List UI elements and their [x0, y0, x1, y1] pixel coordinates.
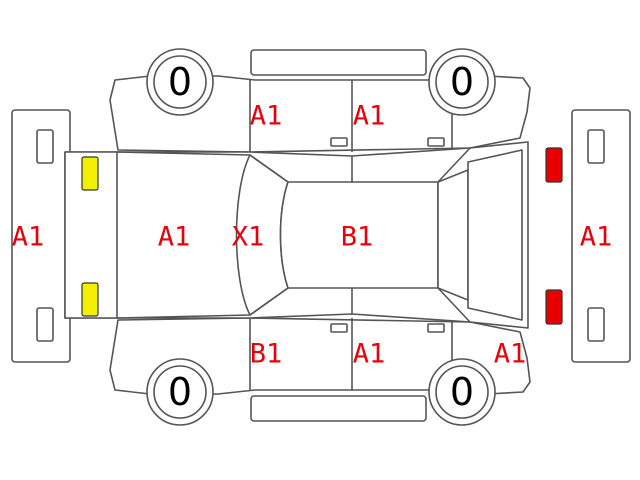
front-left-lamp	[81, 156, 99, 191]
rear-right-tire-value: 0	[450, 370, 474, 414]
roof-code: B1	[341, 222, 374, 253]
top-rear-door-handle	[427, 137, 445, 147]
front-right-lamp	[81, 282, 99, 317]
top-rear-door-code: A1	[353, 101, 386, 132]
bottom-rear-door-handle	[427, 323, 445, 333]
rear-left-tire-value: 0	[168, 370, 192, 414]
tailgate	[467, 149, 523, 321]
rear-window	[437, 169, 469, 301]
front-right-tire-value: 0	[450, 60, 474, 104]
rear-right-lamp	[545, 289, 563, 325]
rear-left-tire: 0	[146, 358, 214, 426]
hood-code: A1	[158, 222, 191, 253]
rear-right-tire: 0	[428, 358, 496, 426]
front-bumper-code: A1	[12, 222, 45, 253]
rear-bumper-code: A1	[580, 222, 613, 253]
front-left-tire-value: 0	[168, 60, 192, 104]
bottom-rear-fender-code: A1	[494, 339, 527, 370]
front-left-tire: 0	[146, 48, 214, 116]
top-front-door-code: A1	[250, 101, 283, 132]
rear-left-lamp	[545, 147, 563, 183]
front-glass-code: X1	[232, 222, 265, 253]
bottom-side-sill	[250, 395, 427, 422]
bottom-front-door-code: B1	[250, 339, 283, 370]
front-right-tire: 0	[428, 48, 496, 116]
roof	[279, 181, 439, 289]
top-front-door-handle	[330, 137, 348, 147]
bottom-rear-door-code: A1	[353, 339, 386, 370]
top-side-sill	[250, 49, 427, 76]
rear-bumper-panel	[571, 109, 631, 363]
bottom-front-door-handle	[330, 323, 348, 333]
